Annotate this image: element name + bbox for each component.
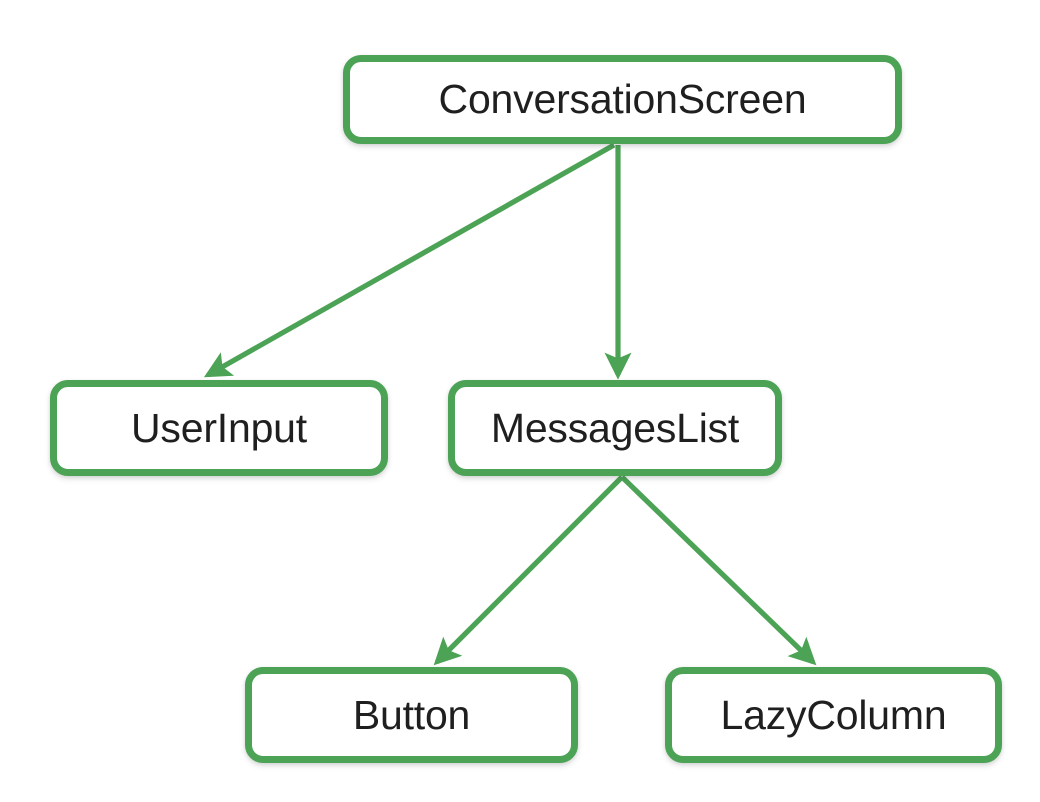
node-conversationscreen[interactable]: ConversationScreen	[343, 55, 902, 144]
node-lazycolumn[interactable]: LazyColumn	[665, 667, 1002, 763]
node-label: LazyColumn	[720, 691, 947, 738]
node-label: Button	[352, 691, 471, 738]
node-button[interactable]: Button	[245, 667, 578, 763]
edge-messageslist-lazycolumn	[620, 475, 817, 666]
node-userinput[interactable]: UserInput	[50, 380, 388, 476]
edge-messageslist-button	[433, 475, 624, 666]
edge-conversationscreen-userinput	[203, 142, 616, 378]
node-messageslist[interactable]: MessagesList	[448, 380, 782, 476]
node-label: UserInput	[131, 404, 307, 451]
node-label: ConversationScreen	[438, 76, 807, 122]
node-label: MessagesList	[490, 404, 740, 451]
